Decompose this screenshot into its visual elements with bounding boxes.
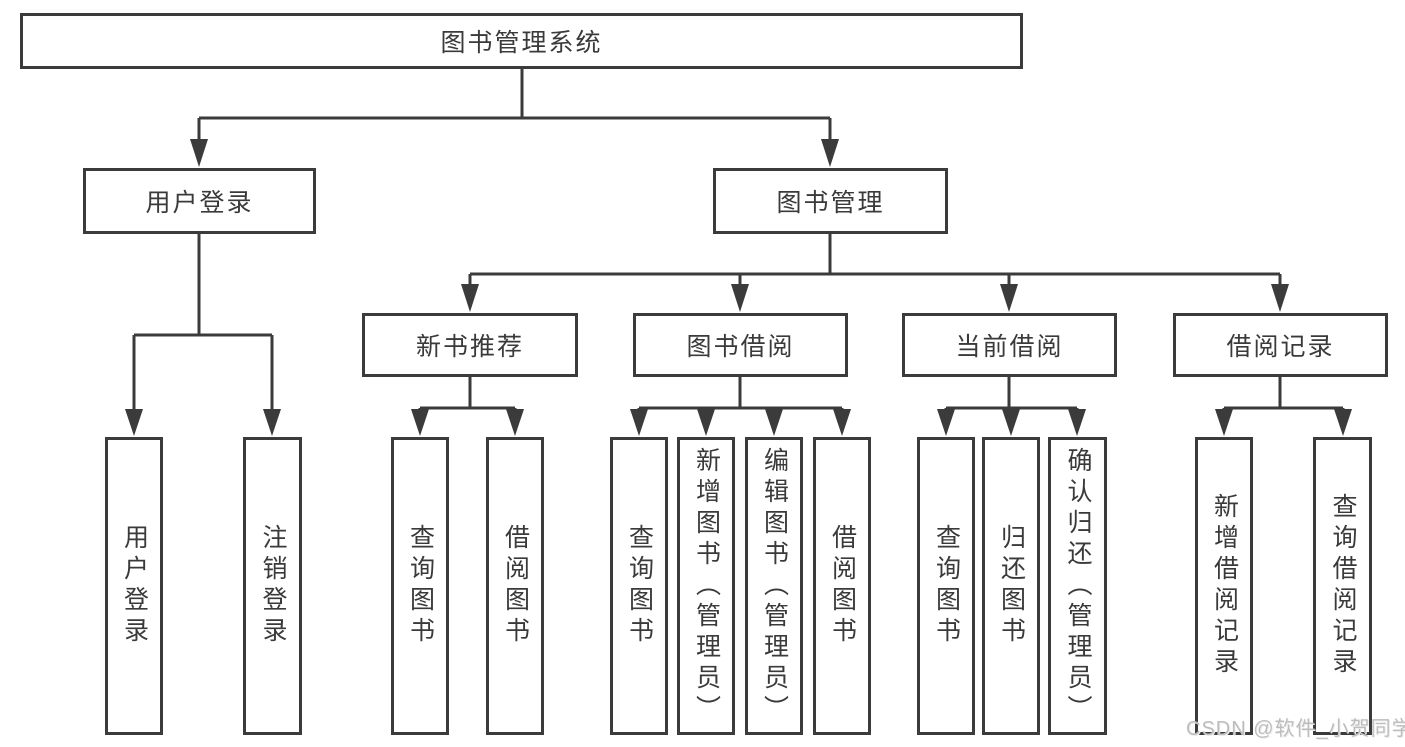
- node-borrowing-records: 借阅记录: [1173, 313, 1388, 377]
- node-user-login: 用户登录: [83, 168, 316, 234]
- node-book-borrowing: 图书借阅: [633, 313, 848, 377]
- leaf-query-books-recommend: 查询图书: [391, 437, 449, 735]
- node-current-borrowing: 当前借阅: [902, 313, 1117, 377]
- leaf-add-borrow-record: 新增借阅记录: [1195, 437, 1253, 735]
- leaf-query-books-current: 查询图书: [917, 437, 975, 735]
- csdn-watermark: CSDN @软件_小贺同学: [1186, 718, 1405, 740]
- leaf-edit-books-admin: 编辑图书（管理员）: [745, 437, 803, 735]
- leaf-return-books: 归还图书: [982, 437, 1040, 735]
- node-library-management-system: 图书管理系统: [20, 13, 1023, 69]
- leaf-query-borrow-record: 查询借阅记录: [1313, 437, 1372, 735]
- leaf-add-books-admin: 新增图书（管理员）: [677, 437, 735, 735]
- node-new-book-recommendation: 新书推荐: [362, 313, 578, 377]
- leaf-confirm-return-admin: 确认归还（管理员）: [1048, 437, 1107, 735]
- leaf-borrow-books-borrow: 借阅图书: [813, 437, 871, 735]
- node-book-management: 图书管理: [713, 168, 948, 234]
- leaf-logout: 注销登录: [243, 437, 302, 735]
- leaf-borrow-books-recommend: 借阅图书: [486, 437, 544, 735]
- leaf-user-login: 用户登录: [105, 437, 163, 735]
- leaf-query-books-borrow: 查询图书: [610, 437, 668, 735]
